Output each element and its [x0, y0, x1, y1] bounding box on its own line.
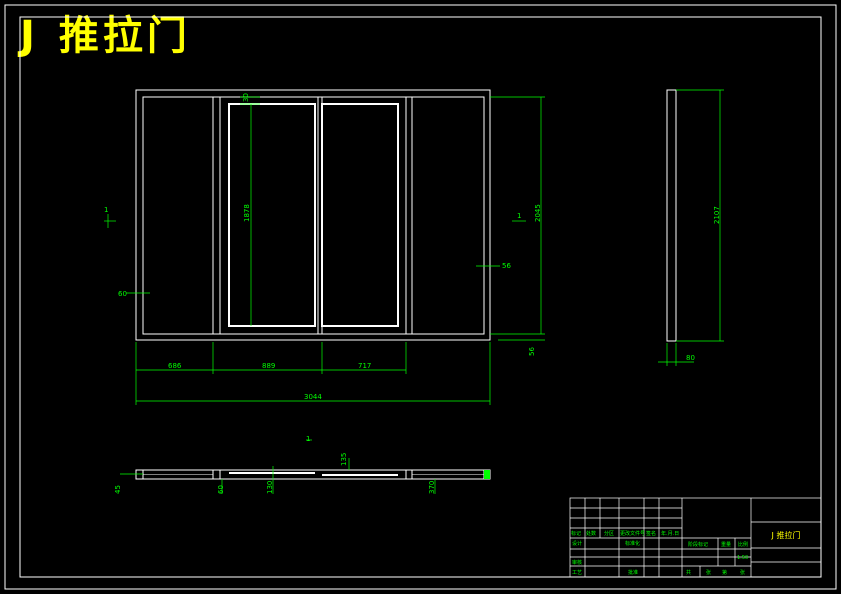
tb-row-design: 设计 — [572, 540, 582, 547]
front-view-dimension-labels: 30 1878 2045 56 60 56 686 889 717 3044 1… — [104, 93, 542, 401]
plan-dim-a: 45 — [114, 485, 122, 494]
tb-col-change-doc: 更改文件号 — [620, 530, 645, 537]
tb-col-signature: 签名 — [646, 530, 656, 537]
dim-bottom-gap: 56 — [528, 347, 536, 356]
section-marker-left: 1 — [104, 206, 108, 214]
front-view — [135, 89, 491, 341]
tb-scale-value: 1:50 — [737, 555, 748, 561]
title-block: 标记 处数 分区 更改文件号 签名 年.月.日 设计 标准化 审核 工艺 批准 … — [569, 497, 822, 578]
dim-width-right: 717 — [358, 362, 371, 370]
tb-sheet-unit-2: 张 — [740, 569, 745, 576]
title-letter: J — [20, 13, 39, 59]
tb-approve: 批准 — [628, 569, 638, 576]
front-view-dimensions — [104, 96, 545, 405]
side-view: 2107 80 — [658, 89, 724, 366]
title-name: 推拉门 — [58, 13, 191, 59]
inner-border — [19, 16, 822, 578]
side-view-profile — [666, 89, 677, 342]
tb-scale: 比例 — [738, 541, 748, 548]
tb-col-count: 处数 — [586, 530, 596, 537]
dim-left-gap: 60 — [118, 290, 127, 298]
tb-weight: 重量 — [721, 541, 731, 548]
tb-drawing-name: J 推拉门 — [771, 530, 801, 540]
plan-end-block — [484, 470, 490, 479]
dim-side-height: 2107 — [713, 206, 721, 224]
door-inner-frame — [142, 96, 485, 335]
tb-standardization: 标准化 — [625, 540, 640, 547]
tb-col-date: 年.月.日 — [661, 530, 679, 537]
dim-top-inset: 30 — [242, 93, 250, 102]
sliding-pane-right — [321, 103, 399, 327]
section-marker-right: 1 — [517, 212, 521, 220]
plan-dim-d: 135 — [340, 453, 348, 466]
drawing-title: J 推拉门 — [20, 16, 191, 56]
tb-sheet-total: 共 — [686, 569, 691, 576]
tb-col-mark: 标记 — [571, 530, 581, 537]
plan-section-marker: 1 — [306, 435, 310, 443]
dim-side-gap: 56 — [502, 262, 511, 270]
tb-sheet-number: 第 — [722, 569, 727, 576]
tb-sheet-unit-1: 张 — [706, 569, 711, 576]
dim-width-left: 686 — [168, 362, 182, 370]
plan-dim-e: 370 — [428, 481, 436, 494]
tb-stage-mark: 阶段标记 — [688, 541, 708, 548]
dim-total-height: 2045 — [534, 204, 542, 222]
plan-dim-c: 130 — [266, 481, 274, 494]
plan-view: 45 60 130 135 370 1 — [114, 435, 491, 494]
door-outer-frame — [135, 89, 491, 341]
sliding-pane-left — [228, 103, 316, 327]
outer-border — [4, 4, 837, 590]
dim-side-depth: 80 — [686, 354, 695, 362]
dim-pane-height: 1878 — [243, 204, 251, 222]
tb-row-process: 工艺 — [572, 570, 582, 576]
tb-row-review: 审核 — [572, 559, 582, 566]
tb-col-zone: 分区 — [604, 530, 614, 537]
plan-dim-b: 60 — [217, 485, 225, 494]
dim-width-mid: 889 — [262, 362, 275, 370]
dim-overall-width: 3044 — [304, 393, 322, 401]
